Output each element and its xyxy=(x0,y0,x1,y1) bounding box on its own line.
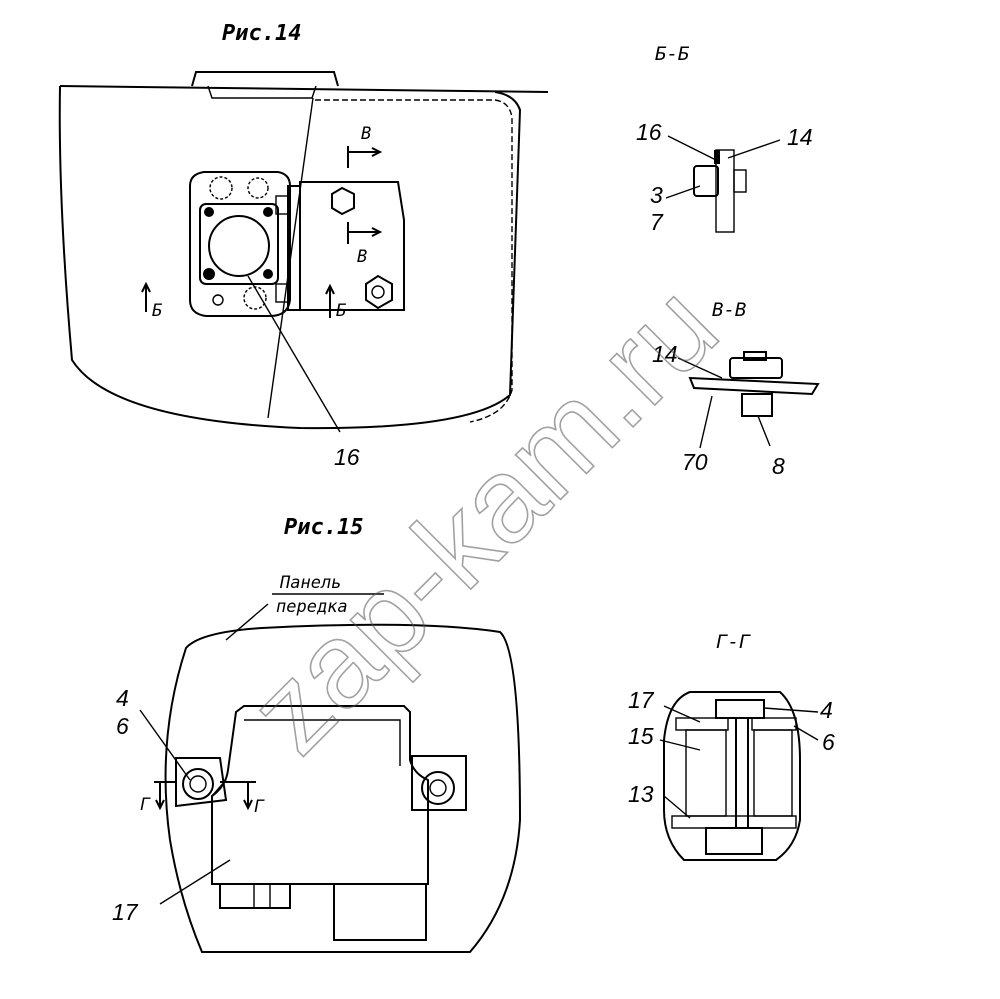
marker-v-bottom: В xyxy=(357,247,367,267)
panel-label-line1: Панель xyxy=(279,573,341,593)
section-bb: Б-Б 16 14 3 7 xyxy=(636,43,813,235)
gg-nut xyxy=(705,827,763,855)
figure-15: Рис.15 Панель передка Г Г xyxy=(112,515,522,953)
panel-leader xyxy=(225,593,384,641)
gg-bolt-head xyxy=(715,699,765,719)
bb-bolt-head xyxy=(714,150,720,164)
fig15-callout-6: 6 xyxy=(116,713,129,739)
fig14-section-markers: В В Б Б xyxy=(141,124,383,321)
gg-cushion-left xyxy=(685,729,727,817)
bb-callout-14: 14 xyxy=(787,124,813,150)
fig14-housing-outline xyxy=(58,71,549,430)
figure-14: Рис.14 xyxy=(58,21,549,470)
marker-g-right: Г xyxy=(254,797,265,817)
gg-leaders xyxy=(659,705,819,819)
gg-outline xyxy=(663,691,801,861)
gg-callout-15: 15 xyxy=(628,723,654,749)
section-vv: В-В 14 70 8 xyxy=(652,299,820,479)
marker-b-left: Б xyxy=(152,301,163,321)
gg-callout-6: 6 xyxy=(822,729,835,755)
fig15-module-body xyxy=(211,705,429,941)
marker-b-right: Б xyxy=(336,301,347,321)
fig15-panel-outline xyxy=(164,623,522,953)
gg-bolt-shank xyxy=(735,717,749,829)
vv-plate xyxy=(688,376,820,396)
vv-bolt-top xyxy=(743,351,767,361)
bb-leaders xyxy=(665,135,781,199)
vv-callout-70: 70 xyxy=(682,449,708,475)
panel-label-line2: передка xyxy=(276,597,348,617)
section-gg-title: Г-Г xyxy=(716,631,751,653)
fig14-left-bracket xyxy=(189,171,291,317)
vv-nut xyxy=(741,393,773,417)
fig14-right-plate xyxy=(299,181,405,311)
gg-callout-4: 4 xyxy=(820,697,833,723)
vv-callout-8: 8 xyxy=(772,453,785,479)
fig15-section-markers: Г Г xyxy=(140,781,265,817)
section-bb-title: Б-Б xyxy=(655,43,690,65)
vv-callout-14: 14 xyxy=(652,341,678,367)
marker-v-top: В xyxy=(361,124,371,144)
fig14-leader-16 xyxy=(247,275,341,433)
gg-top-washer-right xyxy=(751,717,797,731)
vv-bolt-head xyxy=(729,357,783,379)
fig15-leaders xyxy=(139,709,231,905)
vv-leaders xyxy=(677,357,771,449)
gg-top-washer-left xyxy=(675,717,729,731)
bb-callout-16: 16 xyxy=(636,119,662,145)
figure-15-title: Рис.15 xyxy=(284,515,363,540)
marker-g-left: Г xyxy=(140,795,151,815)
gg-base-plate xyxy=(671,815,797,829)
gg-callout-13: 13 xyxy=(628,781,654,807)
bb-washer xyxy=(733,169,747,193)
bb-callout-7: 7 xyxy=(650,209,664,235)
fig15-callout-17: 17 xyxy=(112,899,139,925)
fig15-callout-4: 4 xyxy=(116,685,129,711)
figure-14-title: Рис.14 xyxy=(222,21,301,46)
gg-callout-17: 17 xyxy=(628,687,655,713)
gg-cushion-right xyxy=(753,729,793,817)
fig14-callout-16: 16 xyxy=(334,444,360,470)
section-gg: Г-Г 17 4 15 6 13 xyxy=(628,631,835,861)
fig14-hinge xyxy=(275,185,301,311)
bb-nut xyxy=(693,165,719,197)
bb-callout-3: 3 xyxy=(650,182,663,208)
section-vv-title: В-В xyxy=(712,299,746,321)
fig15-mounting-ears xyxy=(175,755,467,811)
